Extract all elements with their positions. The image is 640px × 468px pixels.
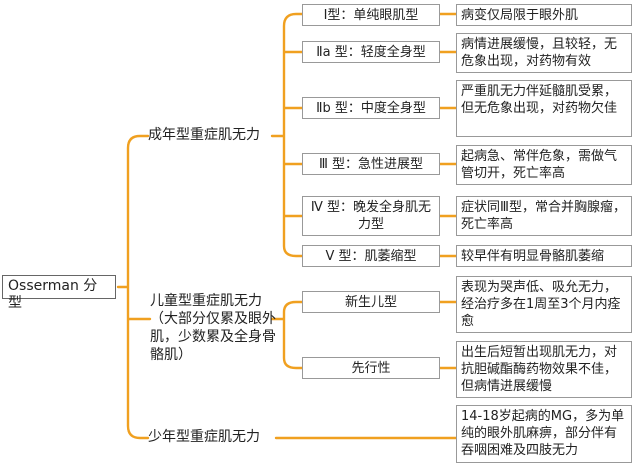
desc-congenital: 出生后短暂出现肌无力，对抗胆碱酯酶药物效果不佳，但病情进展缓慢 [456,341,632,398]
type-neonatal: 新生儿型 [302,291,440,313]
type-IIb: Ⅱb 型：中度全身型 [302,97,440,119]
type-IV: Ⅳ 型：晚发全身肌无力型 [302,196,440,236]
child-links [438,300,458,370]
desc-type-I: 病变仅局限于眼外肌 [456,4,632,26]
desc-juvenile: 14-18岁起病的MG，多为单纯的眼外肌麻痹，部分伴有吞咽困难及四肢无力 [456,405,632,463]
desc-type-IIa: 病情进展缓慢，且较轻，无危象出现，对药物有效 [456,33,632,73]
type-V: Ⅴ 型：肌萎缩型 [302,245,440,267]
type-IIa: Ⅱa 型：轻度全身型 [302,41,440,63]
category-juvenile: 少年型重症肌无力 [148,429,260,445]
type-congenital: 先行性 [302,357,440,379]
desc-type-V: 较早伴有明显骨骼肌萎缩 [456,245,632,267]
desc-neonatal: 表现为哭声低、吸允无力，经治疗多在1周至3个月内痊愈 [456,276,632,333]
root-brace [116,134,152,440]
adult-brace [270,12,304,258]
child-brace [270,300,304,370]
category-adult: 成年型重症肌无力 [148,127,260,143]
type-III: Ⅲ 型：急性进展型 [302,153,440,175]
desc-type-IV: 症状同Ⅲ型，常合并胸腺瘤，死亡率高 [456,196,632,236]
type-I: Ⅰ型：单纯眼肌型 [302,4,440,26]
desc-type-IIb: 严重肌无力伴延髓肌受累，但无危象出现，对药物欠佳 [456,80,632,137]
desc-type-III: 起病急、常伴危象，需做气管切开，死亡率高 [456,145,632,185]
category-child: 儿童型重症肌无力（大部分仅累及眼外肌，少数累及全身骨骼肌） [150,293,276,363]
root-node: Osserman 分型 [2,275,116,311]
adult-links [438,12,458,258]
